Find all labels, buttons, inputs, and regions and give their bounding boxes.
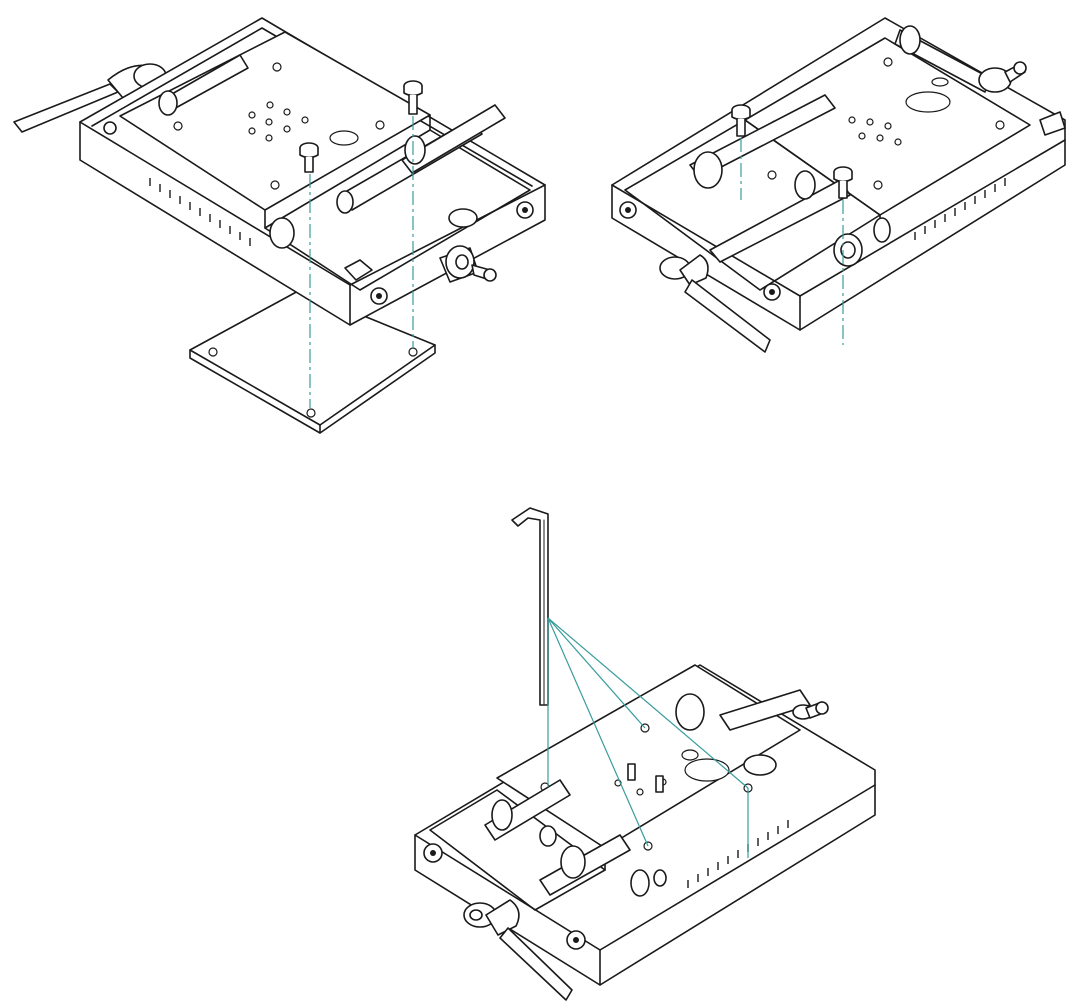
locking-knob [439,245,497,283]
screw [403,80,423,115]
base-hole [408,347,418,357]
plate-body-2 [611,17,1066,331]
base-hole [208,347,218,357]
screw [299,142,319,173]
guide-line [547,617,649,847]
plate-body-3 [414,664,876,986]
base-plate [189,289,436,434]
base-hole [306,408,316,418]
screw [731,104,751,137]
guide-line [547,617,646,729]
view-hex-key [414,507,876,1001]
guide-line [547,617,749,789]
scale-ticks-2 [914,178,1006,240]
view-fasten-underside [611,17,1066,353]
hex-key [511,507,549,706]
scale-ticks-3 [687,820,789,888]
lever-handle [13,63,167,133]
screw [833,166,853,199]
view-mount-on-base [13,17,546,434]
lever-handle [463,899,573,1001]
lever-handle [659,254,771,353]
scale-ticks-1 [149,178,251,246]
